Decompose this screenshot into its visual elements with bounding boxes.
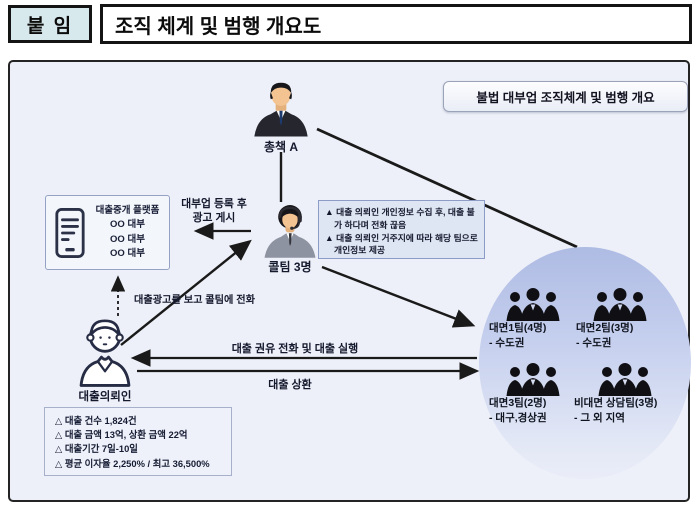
stats-box: △ 대출 건수 1,824건 △ 대출 금액 13억, 상환 금액 22억 △ … <box>44 407 232 476</box>
boss-figure: 총책 A <box>248 80 314 155</box>
diagram-caption: 불법 대부업 조직체계 및 범행 개요 <box>476 91 655 105</box>
team-region: - 대구,경상권 <box>489 411 547 424</box>
borrower-label: 대출의뢰인 <box>78 391 132 403</box>
platform-item: OO 대부 <box>110 233 145 245</box>
team-group-icon <box>506 363 560 396</box>
team-region: - 수도권 <box>489 336 525 349</box>
info-box: ▲ 대출 의뢰인 개인정보 수집 후, 대출 불가 하다며 전화 끊음 ▲ 대출… <box>318 200 485 259</box>
stats-line: △ 대출 금액 13억, 상환 금액 22억 <box>55 429 188 441</box>
team-text: 대면3팀(2명) - 대구,경상권 <box>485 396 547 425</box>
teams-ellipse <box>479 247 691 479</box>
team-name: 대면1팀(4명) <box>489 322 547 334</box>
team-3: 대면3팀(2명) - 대구,경상권 <box>485 362 581 425</box>
boss-icon <box>254 82 308 137</box>
repay-label: 대출 상환 <box>268 379 312 391</box>
stats-line: △ 평균 이자율 2,250% / 최고 36,500% <box>55 457 210 469</box>
loan-offer-label: 대출 권유 전화 및 대출 실행 <box>231 343 359 355</box>
team-1: 대면1팀(4명) - 수도권 <box>485 287 581 350</box>
team-4: 비대면 상담팀(3명) - 그 외 지역 <box>570 362 680 425</box>
team-name: 대면3팀(2명) <box>489 397 547 409</box>
call-team-icon <box>264 205 316 258</box>
register-ads-line2: 광고 게시 <box>192 212 236 224</box>
attachment-label: 붙 임 <box>26 15 74 37</box>
diagram-caption-box: 불법 대부업 조직체계 및 범행 개요 <box>443 81 688 112</box>
borrower-icon <box>79 319 131 387</box>
smartphone-icon <box>55 207 85 258</box>
see-ad-call-label: 대출광고를 보고 콜팀에 전화 <box>134 295 255 306</box>
platform-item: OO 대부 <box>110 219 145 230</box>
platform-title: 대출중개 플랫폼 <box>95 204 160 216</box>
team-text: 비대면 상담팀(3명) - 그 외 지역 <box>570 396 657 425</box>
platform-box: 대출중개 플랫폼 OO 대부 OO 대부 OO 대부 <box>45 195 170 270</box>
page-title: 조직 체계 및 범행 개요도 <box>115 15 322 38</box>
attachment-badge: 붙 임 <box>8 5 92 43</box>
team-name: 대면2팀(3명) <box>576 322 634 334</box>
platform-item: OO 대부 <box>110 248 145 259</box>
stats-line: △ 대출기간 7일-10일 <box>55 443 138 455</box>
team-text: 대면2팀(3명) - 수도권 <box>572 321 633 350</box>
team-text: 대면1팀(4명) - 수도권 <box>485 321 546 350</box>
team-group-icon <box>598 363 652 396</box>
stats-line: △ 대출 건수 1,824건 <box>55 415 137 426</box>
register-ads-line1: 대부업 등록 후 <box>181 198 247 210</box>
team-region: - 수도권 <box>576 336 612 349</box>
team-group-icon <box>593 288 647 321</box>
register-ads-label: 대부업 등록 후 광고 게시 <box>176 197 252 225</box>
platform-text: 대출중개 플랫폼 OO 대부 OO 대부 OO 대부 <box>86 204 169 262</box>
call-team-label: 콜팀 3명 <box>268 260 312 274</box>
team-region: - 그 외 지역 <box>574 411 625 424</box>
team-group-icon <box>506 288 560 321</box>
team-name: 비대면 상담팀(3명) <box>574 397 658 409</box>
call-team-figure: 콜팀 3명 <box>257 203 323 275</box>
team-2: 대면2팀(3명) - 수도권 <box>572 287 668 350</box>
info-line: ▲ 대출 의뢰인 거주지에 따라 해당 팀으로 개인정보 제공 <box>325 232 478 256</box>
info-line: ▲ 대출 의뢰인 개인정보 수집 후, 대출 불가 하다며 전화 끊음 <box>325 207 475 230</box>
page-title-box: 조직 체계 및 범행 개요도 <box>100 4 692 44</box>
borrower-figure: 대출의뢰인 <box>63 312 147 404</box>
boss-label: 총책 A <box>263 140 299 154</box>
